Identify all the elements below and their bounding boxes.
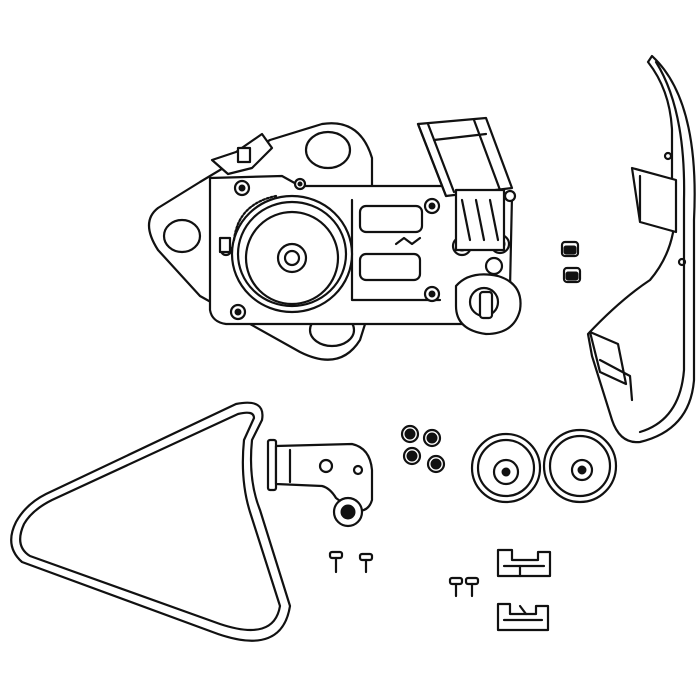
small-nuts	[560, 240, 582, 284]
tensioner-bracket	[266, 438, 374, 528]
round-nuts	[400, 424, 446, 474]
belt-guard	[586, 54, 696, 444]
screw-4	[464, 576, 480, 598]
clip-bracket-upper	[496, 548, 552, 578]
screw-1	[328, 550, 344, 574]
clip-bracket-lower	[496, 602, 550, 632]
drive-wheel	[218, 194, 354, 314]
screws	[328, 550, 480, 598]
drive-belt	[10, 401, 292, 642]
output-shaft	[454, 273, 522, 336]
screw-3	[448, 576, 464, 598]
screw-2	[358, 552, 374, 574]
pulley-right	[542, 428, 618, 504]
pulley-left	[470, 432, 542, 504]
motor-block	[416, 116, 514, 276]
gearbox-assembly	[147, 116, 522, 361]
